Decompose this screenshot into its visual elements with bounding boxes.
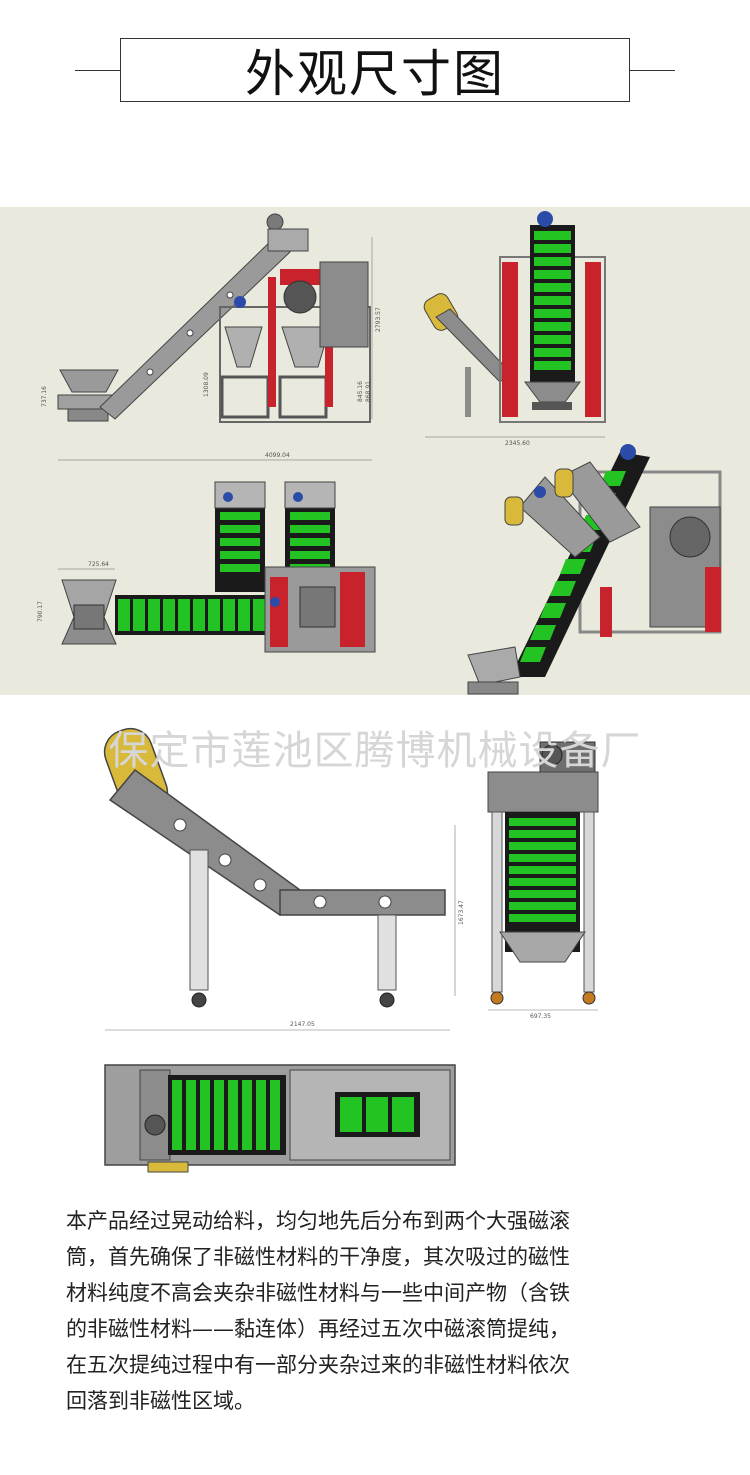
- conveyor-side-view: 1673.47: [103, 727, 465, 1008]
- dim-2793: 2793.57: [375, 307, 382, 332]
- title-rule-left: [75, 70, 142, 71]
- machine-drawing-top: 2793.57 1308.09 845.16 868.91 737.16: [37, 211, 722, 695]
- conveyor-plan-view: 2147.05: [104, 1021, 456, 1173]
- front-belt-cleats: [509, 818, 576, 922]
- title-rule-right: [610, 70, 675, 71]
- page-title: 外观尺寸图: [245, 45, 505, 103]
- machine-drawing-bottom: 1673.47 697.3: [103, 727, 599, 1173]
- belt-cleats-top: [118, 599, 265, 631]
- title-box: 外观尺寸图: [120, 38, 630, 103]
- dim-725: 725.64: [88, 561, 109, 568]
- product-description: 本产品经过晃动给料，均匀地先后分布到两个大强磁滚 筒，首先确保了非磁性材料的干净…: [66, 1209, 570, 1413]
- dim-868: 868.91: [365, 381, 372, 402]
- dim-790: 790.17: [37, 601, 44, 622]
- dim-697: 697.35: [530, 1013, 551, 1020]
- top-view: 4099.04 725.64 790.17: [37, 452, 376, 653]
- conveyor-front-view: 697.35: [487, 741, 599, 1020]
- isometric-view: [467, 444, 722, 695]
- dim-2345: 2345.60: [505, 440, 530, 447]
- side-view: 2793.57 1308.09 845.16 868.91 737.16: [41, 213, 382, 423]
- watermark: 保定市莲池区腾博机械设备厂: [108, 728, 642, 774]
- dim-2147: 2147.05: [290, 1021, 315, 1028]
- drawing-panel-top: 2793.57 1308.09 845.16 868.91 737.16: [0, 207, 750, 695]
- dim-845: 845.16: [357, 381, 364, 402]
- dim-4099: 4099.04: [265, 452, 290, 459]
- dim-1673: 1673.47: [458, 900, 465, 925]
- dim-737: 737.16: [41, 386, 48, 407]
- front-view: 2345.60: [423, 211, 606, 447]
- plan-belt-cleats: [172, 1080, 280, 1150]
- belt-cleats-front: [534, 231, 571, 370]
- drawing-panel-bottom: 1673.47 697.3: [0, 700, 750, 1180]
- dim-1308: 1308.09: [203, 372, 210, 397]
